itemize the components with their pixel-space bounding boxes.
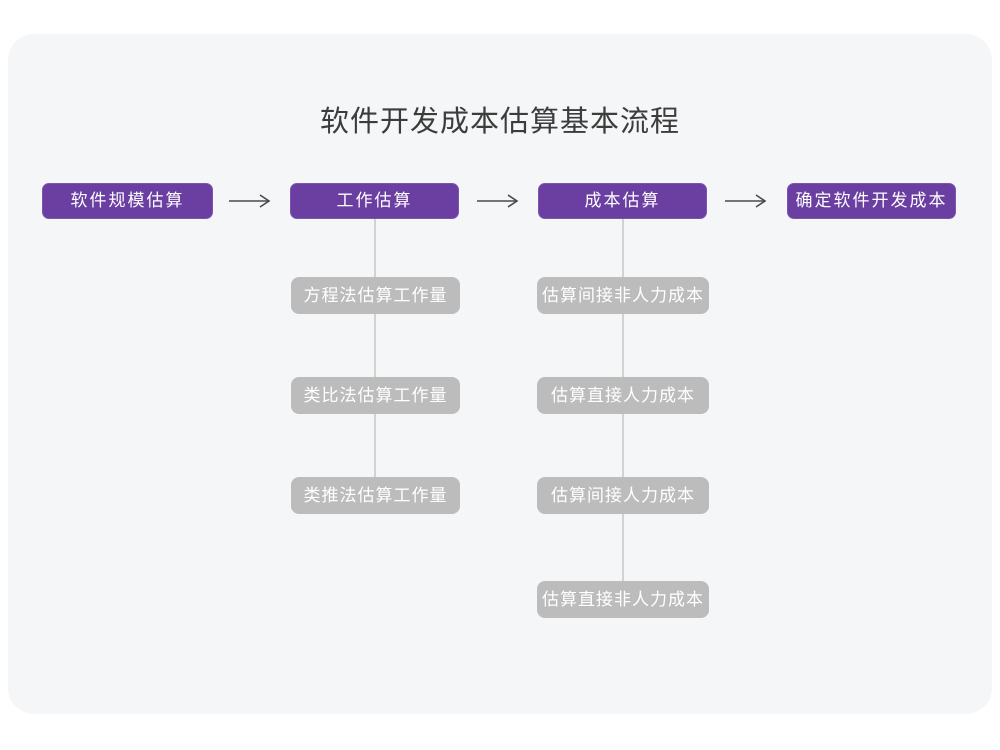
sub-node-indirect-nonlabor-cost: 估算间接非人力成本 — [537, 277, 709, 314]
flow-node-work-estimation: 工作估算 — [290, 183, 459, 219]
connector-line-work-column — [374, 218, 376, 490]
right-arrow-icon — [228, 193, 272, 209]
right-arrow-icon — [724, 193, 768, 209]
sub-node-extrapolation-method: 类推法估算工作量 — [291, 477, 460, 514]
flow-node-software-scale-estimation: 软件规模估算 — [42, 183, 213, 219]
sub-node-direct-labor-cost: 估算直接人力成本 — [537, 377, 709, 414]
diagram-panel — [8, 34, 992, 714]
sub-node-indirect-labor-cost: 估算间接人力成本 — [537, 477, 709, 514]
flow-node-cost-estimation: 成本估算 — [538, 183, 707, 219]
sub-node-direct-nonlabor-cost: 估算直接非人力成本 — [537, 581, 709, 618]
right-arrow-icon — [476, 193, 520, 209]
sub-node-equation-method: 方程法估算工作量 — [291, 277, 460, 314]
flow-node-determine-dev-cost: 确定软件开发成本 — [787, 183, 956, 219]
sub-node-analogy-method: 类比法估算工作量 — [291, 377, 460, 414]
diagram-title: 软件开发成本估算基本流程 — [319, 106, 680, 138]
